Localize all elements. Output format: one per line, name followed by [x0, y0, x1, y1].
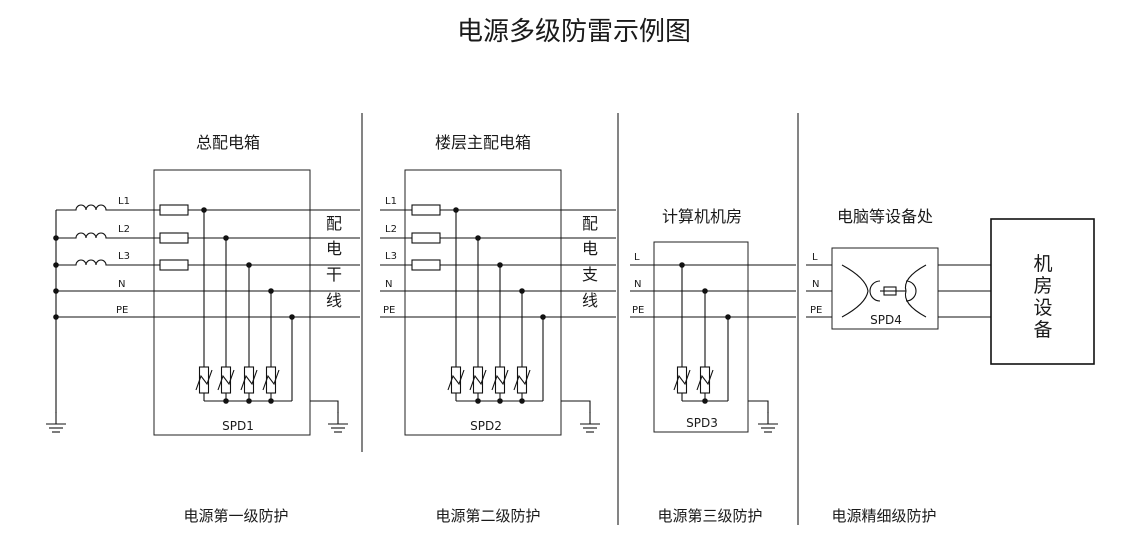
equipment-label: 机 房 设 备	[1033, 253, 1052, 341]
svg-text:PE: PE	[810, 305, 822, 316]
stage-label-first: 电源第一级防护	[183, 507, 288, 525]
svg-text:配: 配	[326, 214, 342, 233]
ground-symbol	[327, 411, 349, 433]
stage-label-second: 电源第二级防护	[435, 507, 540, 525]
svg-text:L3: L3	[385, 251, 397, 262]
ground-symbol	[579, 411, 601, 433]
line-label-pe: PE	[116, 305, 128, 316]
fuse	[411, 232, 441, 244]
panel-heading-floor-distribution: 楼层主配电箱	[435, 133, 531, 152]
svg-text:机: 机	[1033, 253, 1052, 275]
diagram-title: 电源多级防雷示例图	[457, 17, 691, 47]
svg-text:备: 备	[1033, 319, 1052, 341]
inductor-coil	[56, 204, 160, 211]
svg-text:电: 电	[326, 239, 342, 258]
svg-text:设: 设	[1033, 297, 1052, 319]
svg-text:L: L	[812, 252, 818, 263]
inductor-coil	[56, 259, 160, 266]
fuse	[411, 259, 441, 271]
varistor	[673, 366, 691, 394]
spd3-panel-box	[653, 241, 749, 433]
spd2-label: SPD2	[470, 419, 502, 433]
svg-text:电: 电	[582, 239, 598, 258]
fuse	[159, 259, 189, 271]
spd2-panel-box	[404, 169, 562, 436]
svg-text:配: 配	[582, 214, 598, 233]
branch-line-label: 配 电 支 线	[582, 214, 598, 310]
ground-symbol	[757, 411, 779, 433]
fuse	[411, 204, 441, 216]
varistor	[696, 366, 714, 394]
spd4-panel-box	[831, 247, 939, 330]
inductor-coil	[56, 232, 160, 239]
ground-symbol	[45, 411, 67, 433]
varistor	[469, 366, 487, 394]
spd3-label: SPD3	[686, 416, 718, 430]
svg-text:PE: PE	[632, 305, 644, 316]
line-label-l2: L2	[118, 224, 130, 235]
stage-label-third: 电源第三级防护	[657, 507, 762, 525]
line-label-n: N	[118, 279, 125, 290]
line-label-l3: L3	[118, 251, 130, 262]
svg-text:线: 线	[582, 291, 598, 310]
varistor	[240, 366, 258, 394]
svg-text:N: N	[385, 279, 392, 290]
svg-text:线: 线	[326, 291, 342, 310]
svg-text:N: N	[812, 279, 819, 290]
varistor	[447, 366, 465, 394]
varistor	[217, 366, 235, 394]
spd1-panel-box	[153, 169, 311, 436]
varistor	[262, 366, 280, 394]
svg-text:L2: L2	[385, 224, 397, 235]
svg-text:L: L	[634, 252, 640, 263]
varistor	[513, 366, 531, 394]
line-label-l1: L1	[118, 196, 130, 207]
varistor	[491, 366, 509, 394]
varistor	[195, 366, 213, 394]
svg-text:支: 支	[582, 265, 598, 284]
gas-discharge-symbol	[841, 264, 869, 318]
spd1-label: SPD1	[222, 419, 254, 433]
fuse	[159, 204, 189, 216]
fuse	[159, 232, 189, 244]
panel-heading-main-distribution: 总配电箱	[196, 133, 260, 152]
trunk-line-label: 配 电 干 线	[326, 214, 342, 310]
panel-heading-equipment: 电脑等设备处	[837, 207, 933, 226]
panel-heading-computer-room: 计算机机房	[662, 207, 742, 226]
stage-label-fine: 电源精细级防护	[831, 507, 936, 525]
svg-text:N: N	[634, 279, 641, 290]
svg-text:L1: L1	[385, 196, 397, 207]
svg-text:干: 干	[326, 265, 342, 284]
spd4-label: SPD4	[870, 313, 902, 327]
svg-text:PE: PE	[383, 305, 395, 316]
svg-text:房: 房	[1033, 275, 1052, 297]
